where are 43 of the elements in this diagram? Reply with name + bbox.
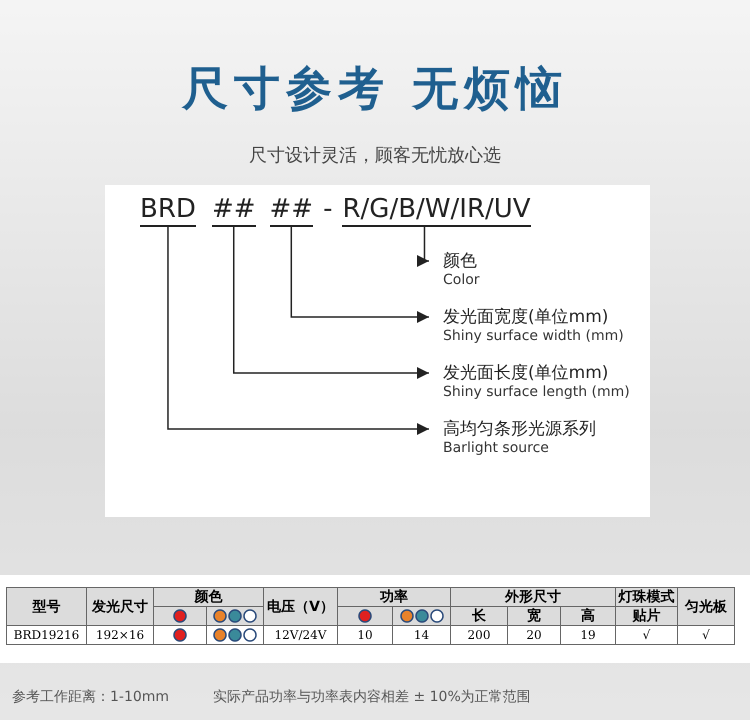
header-cell: 长 [450, 606, 508, 626]
english-description: Barlight source [443, 440, 550, 456]
table-cell: 12V/24V [264, 626, 338, 644]
header-cell: 宽 [508, 606, 560, 626]
subtitle: 尺寸设计灵活，顾客无忧放心选 [248, 144, 502, 167]
code-segment: ## [212, 194, 256, 227]
title: 尺寸参考 无烦恼 [180, 60, 569, 117]
table-cell: 10 [338, 626, 392, 644]
leader-arrow [232, 227, 429, 379]
english-description: Shiny surface length (mm) [443, 384, 630, 400]
table-cell: BRD19216 [6, 626, 86, 644]
table-cell: √ [616, 626, 678, 644]
header-cell: 外形尺寸 [450, 588, 616, 606]
leader-arrow [417, 227, 429, 267]
description-text: 发光面宽度(单位mm) [443, 306, 610, 328]
table-cell: 19 [560, 626, 616, 644]
footnote: 实际产品功率与功率表内容相差 ± 10%为正常范围 [213, 688, 531, 706]
table-cell: 192×16 [86, 626, 154, 644]
description-text: 颜色 [443, 250, 478, 272]
english-description: Shiny surface width (mm) [443, 328, 624, 344]
header-cell: 贴片 [616, 606, 678, 626]
header-cell: 功率 [338, 588, 450, 606]
header-cell: 匀光板 [678, 588, 734, 626]
header-cell: 型号 [6, 588, 86, 626]
separator: - [323, 194, 332, 224]
code-segment: R/G/B/W/IR/UV [342, 194, 531, 227]
code-segment: BRD [140, 194, 196, 227]
header-cell: 灯珠模式 [616, 588, 678, 606]
description-text: 发光面长度(单位mm) [443, 362, 610, 384]
header-cell: 电压（V） [264, 588, 338, 626]
header-cell: 发光尺寸 [86, 588, 154, 626]
table-cell: 200 [450, 626, 508, 644]
table-cell: 20 [508, 626, 560, 644]
header-cell: 高 [560, 606, 616, 626]
header-cell: 颜色 [154, 588, 264, 606]
description-text: 高均匀条形光源系列 [443, 418, 596, 440]
footnote: 参考工作距离：1-10mm [12, 688, 170, 706]
table-cell: √ [678, 626, 734, 644]
code-segment: ## [270, 194, 314, 227]
leader-arrow [290, 227, 429, 323]
table-cell: 14 [392, 626, 450, 644]
english-description: Color [443, 272, 480, 288]
leader-arrow [167, 227, 429, 435]
